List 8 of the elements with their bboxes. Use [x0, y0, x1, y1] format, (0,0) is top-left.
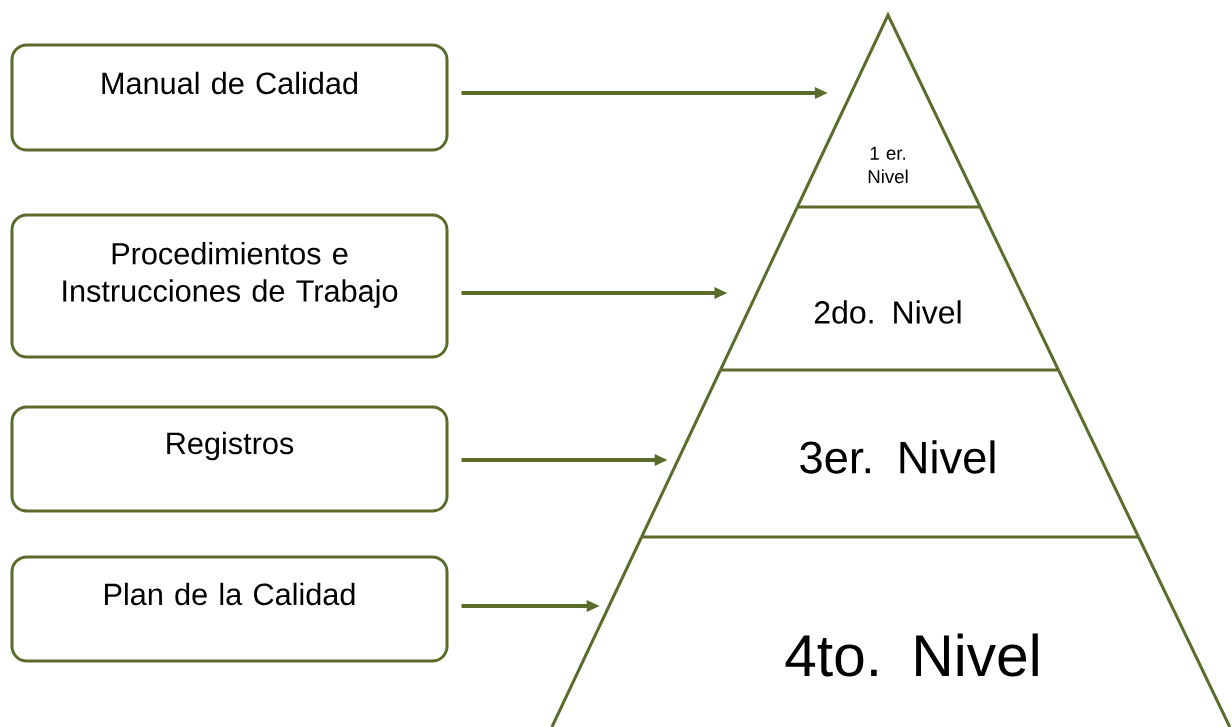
document-box: Plan de la Calidad: [10, 555, 449, 663]
document-box: Procedimientos e Instrucciones de Trabajo: [10, 213, 449, 359]
pyramid-level: 2do. Nivel: [718, 205, 1060, 372]
pyramid-level: 4to. Nivel: [550, 535, 1232, 727]
pyramid-level: 1 er. Nivel: [796, 11, 982, 208]
document-box: Manual de Calidad: [10, 43, 449, 152]
pyramid-level: 3er. Nivel: [640, 368, 1141, 539]
document-box: Registros: [10, 405, 449, 513]
